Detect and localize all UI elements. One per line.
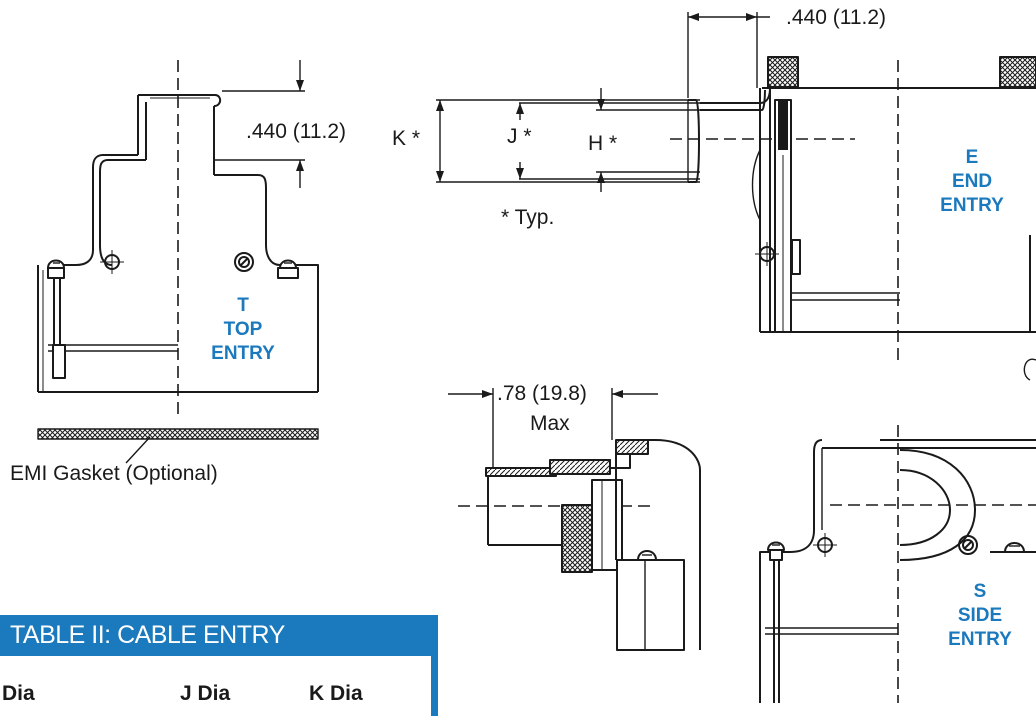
h-dimension-label: H * [588,132,618,155]
gasket-label: EMI Gasket (Optional) [10,462,218,485]
end-entry-view [436,12,1036,381]
end-entry-line2: ENTRY [940,195,1004,216]
j-dimension-label: J * [507,125,532,148]
emi-gasket [37,428,319,440]
column-header-dia: Dia [2,682,35,705]
side-profile-view [448,388,701,651]
cable-entry-table: Dia J Dia K Dia [0,656,438,716]
table-title: TABLE II: CABLE ENTRY [10,621,285,649]
column-header-k-dia: K Dia [309,682,363,705]
typ-note: * Typ. [501,206,555,229]
side-entry-max-dimension: .78 (19.8) [497,382,587,405]
top-entry-dimension: .440 (11.2) [246,120,347,143]
side-entry-line2: ENTRY [948,629,1012,650]
top-entry-view [37,60,319,420]
column-header-j-dia: J Dia [180,682,231,705]
cable-entry-table-header: TABLE II: CABLE ENTRY [0,615,438,656]
gasket-leader [125,436,151,464]
side-entry-max-word: Max [530,412,570,435]
end-entry-line1: END [951,171,993,192]
side-entry-line1: SIDE [957,605,1003,626]
top-entry-line1: TOP [223,319,263,340]
k-dimension-label: K * [392,127,421,150]
side-entry-view [759,425,1036,703]
end-entry-label: E END ENTRY [917,146,1027,218]
side-entry-label: S SIDE ENTRY [925,580,1035,652]
end-entry-dimension: .440 (11.2) [786,6,887,29]
end-entry-code: E [965,147,979,168]
top-entry-line2: ENTRY [211,343,275,364]
top-entry-label: T TOP ENTRY [188,294,298,366]
side-entry-code: S [973,581,987,602]
top-entry-code: T [237,295,249,316]
